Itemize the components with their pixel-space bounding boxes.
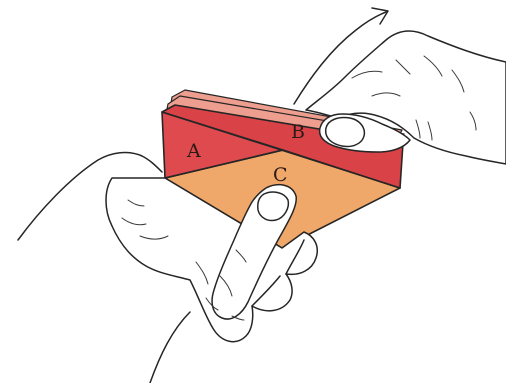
right-hand: [306, 31, 506, 164]
label-c: C: [273, 164, 288, 186]
label-a: A: [186, 140, 201, 162]
label-b: B: [291, 121, 305, 143]
left-arm-lower-outline: [150, 312, 190, 383]
arrow-head: [372, 8, 388, 24]
left-hand: [18, 153, 317, 383]
